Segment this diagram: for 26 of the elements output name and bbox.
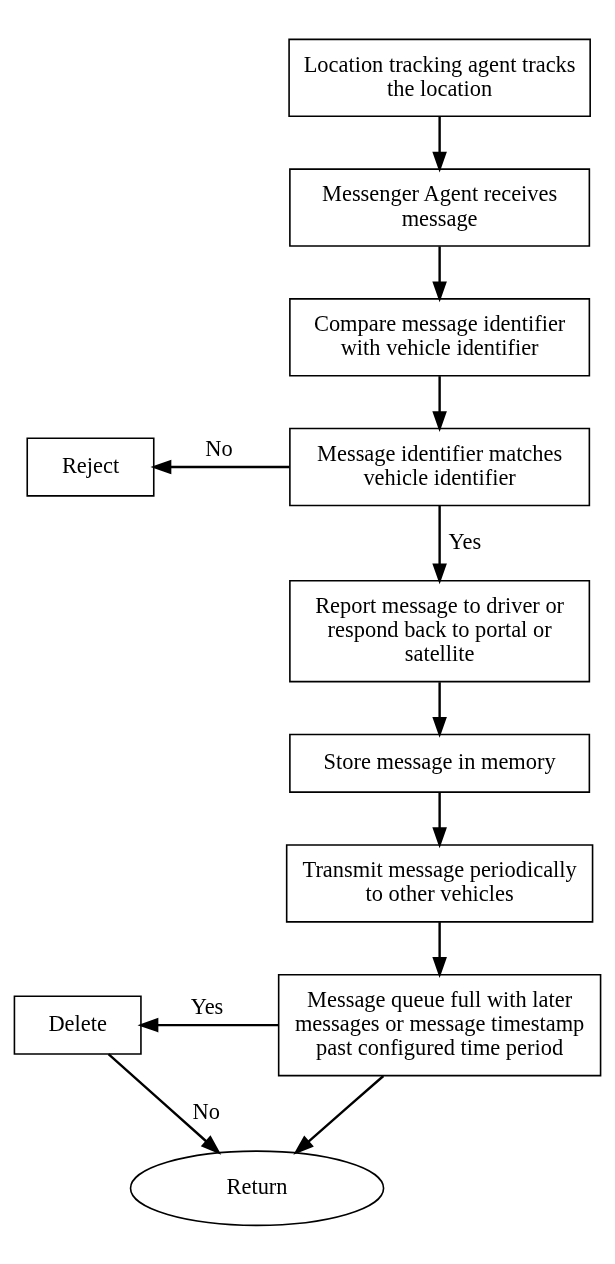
node-ellipse: Return: [129, 1149, 385, 1226]
edge-label: No: [205, 435, 233, 461]
node-box: Store message in memory: [289, 733, 591, 793]
node-box: Compare message identifier with vehicle identifier: [289, 297, 591, 377]
node-box: Location tracking agent tracks the location: [288, 38, 591, 117]
arrow: [432, 375, 447, 432]
arrow: [293, 1074, 385, 1155]
arrow: [432, 116, 447, 173]
arrow: [432, 245, 447, 302]
arrow: [432, 505, 447, 584]
arrow: [107, 1052, 222, 1155]
node-box: Messenger Agent receives message: [289, 167, 591, 247]
node-box: Report message to driver or respond back to portal or satellite: [289, 579, 591, 682]
edge-label: Yes: [190, 993, 224, 1019]
edge-label: No: [192, 1098, 220, 1124]
arrow: [150, 459, 290, 474]
arrow: [432, 921, 447, 978]
arrow: [137, 1017, 279, 1032]
node-box: Reject: [26, 436, 155, 497]
arrow: [432, 792, 447, 848]
node-box: Delete: [13, 995, 142, 1055]
edge-label: Yes: [448, 528, 482, 554]
node-box: Message queue full with later messages or message timestamp past configured time period: [277, 973, 602, 1076]
node-box: Message identifier matches vehicle identifier: [289, 427, 591, 506]
arrow: [432, 681, 447, 738]
node-box: Transmit message periodically to other vehicles: [285, 843, 594, 923]
